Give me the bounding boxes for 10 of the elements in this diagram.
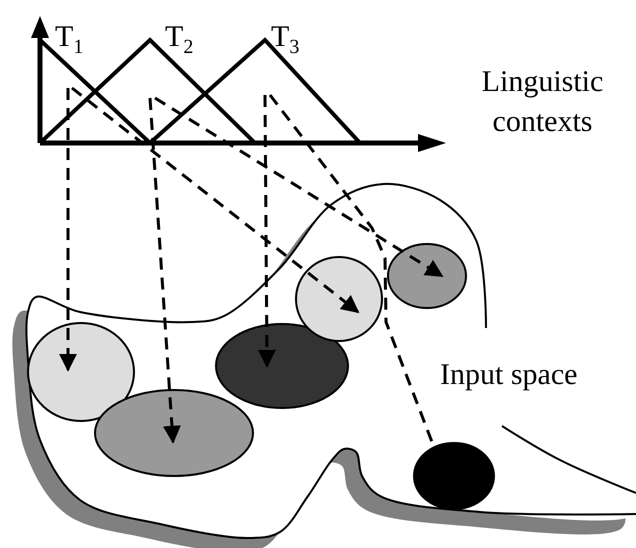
dashed-arrow bbox=[154, 96, 444, 278]
region-label: Input space bbox=[440, 360, 578, 390]
dashed-arrow bbox=[258, 94, 276, 368]
dashed-arrow bbox=[148, 98, 181, 444]
dashed-arrow bbox=[59, 88, 77, 372]
term-label: T$_{1}$ bbox=[55, 22, 84, 60]
caption-text: Linguistic contexts bbox=[480, 64, 604, 140]
dashed-arrow bbox=[71, 86, 360, 314]
term-label: T$_{3}$ bbox=[271, 22, 300, 60]
term-label: T$_{2}$ bbox=[165, 22, 194, 60]
